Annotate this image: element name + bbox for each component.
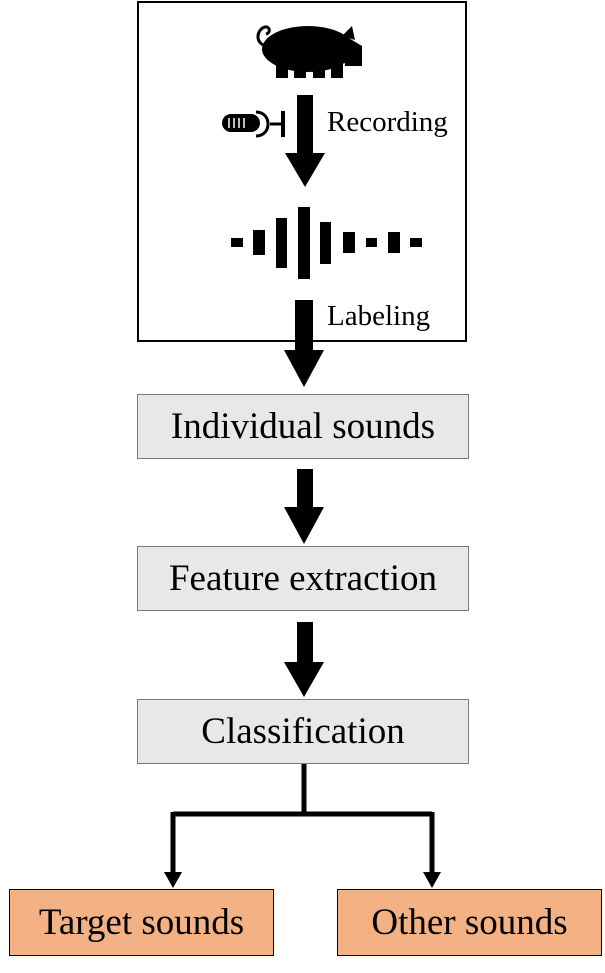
classification-label: Classification [201, 711, 405, 752]
other-sounds-box: Other sounds [337, 889, 602, 956]
individual-sounds-box: Individual sounds [137, 394, 469, 459]
split-connector [164, 764, 441, 888]
feature-extraction-box: Feature extraction [137, 546, 469, 611]
recording-label: Recording [327, 106, 448, 138]
feature-extraction-label: Feature extraction [168, 558, 438, 599]
individual-sounds-label: Individual sounds [170, 406, 436, 447]
labeling-label: Labeling [327, 300, 431, 332]
target-sounds-box: Target sounds [9, 889, 274, 956]
target-sounds-label: Target sounds [38, 902, 245, 943]
arrow-to-feature-extraction [284, 469, 324, 544]
arrow-to-classification [284, 622, 324, 697]
recording-frame [137, 1, 467, 342]
classification-box: Classification [137, 699, 469, 764]
other-sounds-label: Other sounds [371, 902, 568, 943]
